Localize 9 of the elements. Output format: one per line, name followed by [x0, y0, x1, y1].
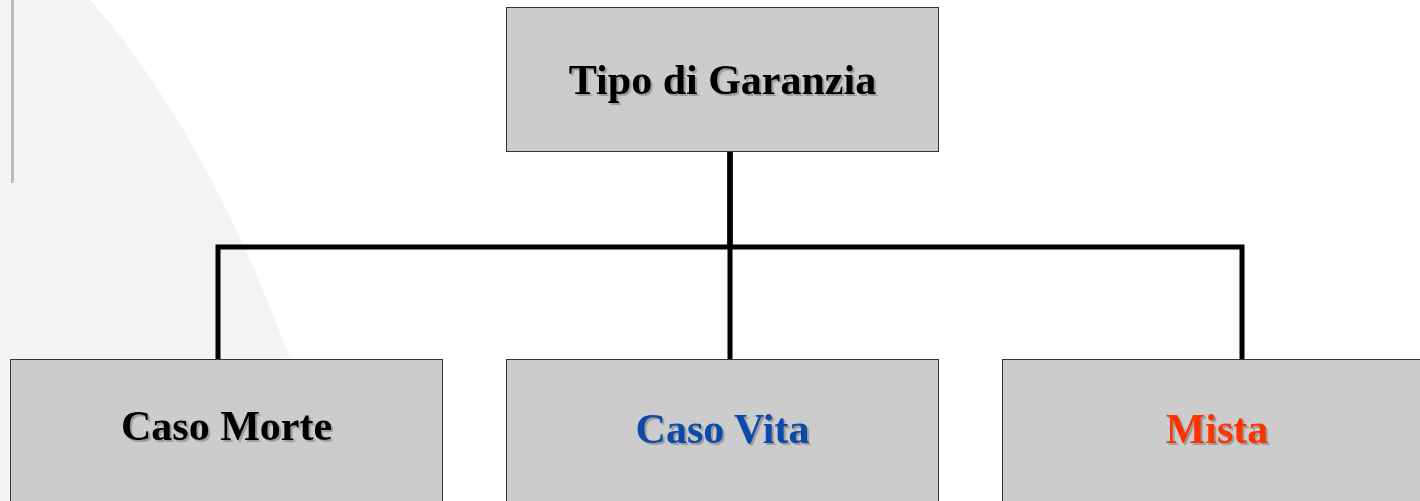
connector-line	[727, 152, 1245, 359]
category-box	[10, 359, 443, 501]
box-label: Mista	[1165, 405, 1269, 453]
category-box	[506, 7, 939, 152]
category-box	[1002, 359, 1420, 501]
category-box	[506, 359, 939, 501]
box-label: Caso Morte	[120, 402, 333, 450]
box-label: Caso Vita	[635, 405, 810, 453]
box-label: Tipo di Garanzia	[568, 55, 877, 104]
